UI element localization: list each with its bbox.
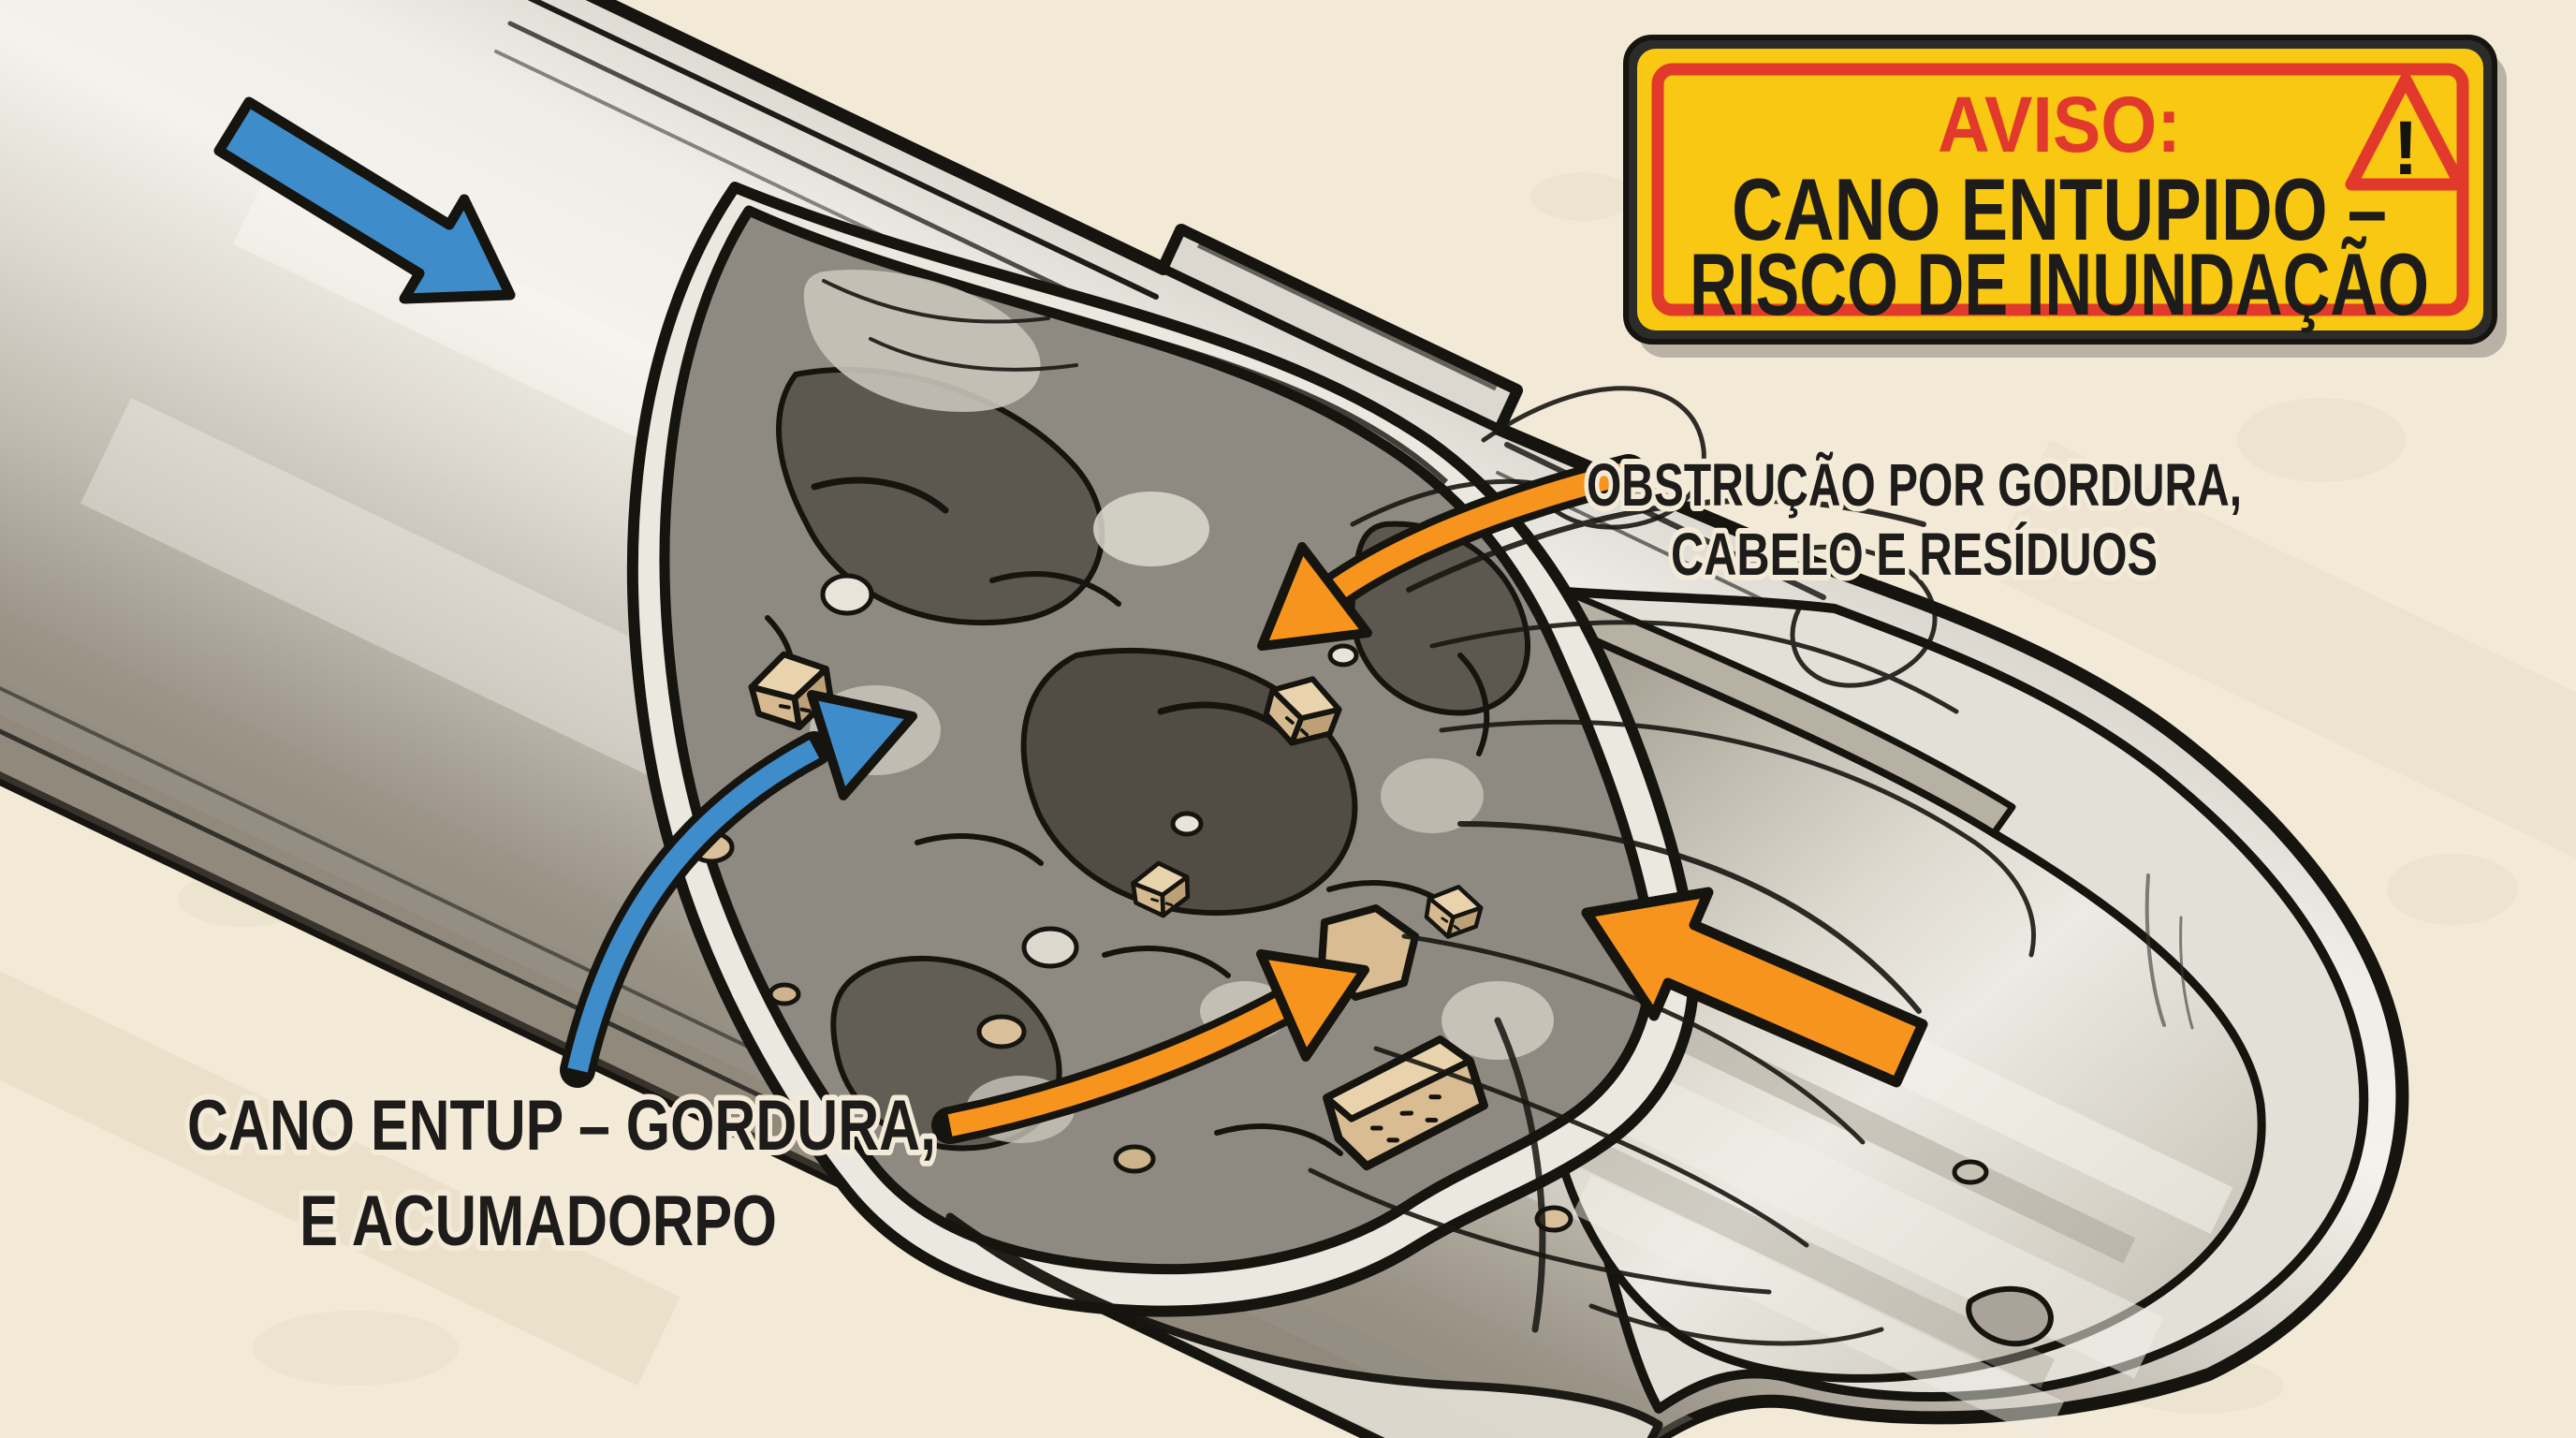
pipe-joint-collar — [1159, 226, 1521, 433]
warning-sign-heading: AVISO: — [1938, 81, 2181, 169]
warning-sign-line1: CANO ENTUPIDO – — [1732, 160, 2387, 258]
warning-sign-face — [1637, 49, 2483, 330]
warning-sign: AVISO: CANO ENTUPIDO – RISCO DE INUNDAÇÃ… — [1623, 35, 2507, 358]
label-clog: CANO ENTUP – GORDURA, E ACUMADORPO — [182, 1080, 942, 1267]
warning-exclamation: ! — [2393, 106, 2418, 191]
warning-sign-line2: RISCO DE INUNDAÇÃO — [1690, 235, 2429, 333]
sludge-holes — [820, 573, 1359, 969]
obstruction-pointer-arrow — [1257, 454, 1647, 651]
clog-label-line1: CANO ENTUP – GORDURA, — [187, 1086, 936, 1166]
obstruction-label-line1: OBSTRUÇÃO POR GORDURA, — [1587, 451, 2242, 519]
cut-step-line — [1494, 1017, 1546, 1333]
clog-pointer-arrow-orange — [931, 949, 1369, 1144]
obstruction-label-line2: CABELO E RESÍDUOS — [1671, 521, 2158, 588]
interior-debris-blobs — [1952, 1159, 2054, 1347]
flow-in-arrow — [213, 96, 516, 304]
clog-pointer-arrow-blue — [560, 690, 917, 1088]
near-wall-cut-edge — [945, 1212, 1663, 1438]
interior-scratches — [2144, 873, 2194, 1030]
paper-mottle — [178, 172, 2518, 1414]
clog-label-line2: E ACUMADORPO — [300, 1181, 777, 1261]
label-obstruction: OBSTRUÇÃO POR GORDURA, CABELO E RESÍDUOS — [1581, 446, 2247, 594]
grease-pebbles — [688, 830, 1573, 1233]
backflow-arrow — [1581, 887, 1928, 1088]
warning-triangle-icon: ! — [2345, 73, 2466, 191]
